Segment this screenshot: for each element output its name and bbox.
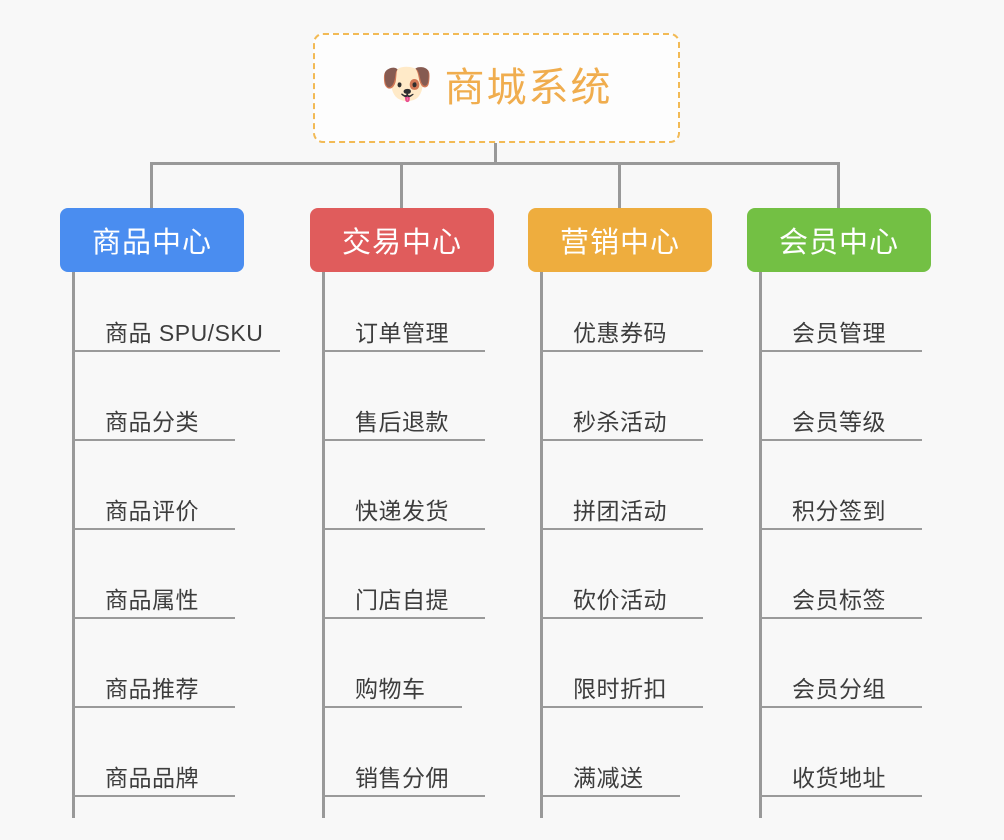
category-label: 交易中心 [341,227,462,259]
leaf-item-label: 商品 SPU/SKU [105,320,264,346]
leaf-item-label: 优惠券码 [573,320,667,346]
connector-drop-2 [400,162,403,209]
leaf-item-label: 门店自提 [355,587,449,613]
leaf-item-label: 会员标签 [792,587,886,613]
connector-drop-3 [618,162,621,209]
category-box-3[interactable]: 营销中心 [528,208,712,272]
category-box-1[interactable]: 商品中心 [60,208,244,272]
category-label: 会员中心 [778,227,899,259]
category-box-4[interactable]: 会员中心 [747,208,931,272]
leaf-item[interactable]: 砍价活动 [540,583,703,619]
leaf-item-label: 砍价活动 [573,587,667,613]
leaf-item[interactable]: 商品属性 [72,583,235,619]
leaf-item[interactable]: 快递发货 [322,494,485,530]
leaf-item[interactable]: 满减送 [540,761,680,797]
category-label: 营销中心 [559,227,680,259]
leaf-item[interactable]: 会员管理 [759,316,922,352]
leaf-item-label: 拼团活动 [573,498,667,524]
leaf-item[interactable]: 收货地址 [759,761,922,797]
leaf-item[interactable]: 会员分组 [759,672,922,708]
leaf-item[interactable]: 秒杀活动 [540,405,703,441]
leaf-item[interactable]: 会员等级 [759,405,922,441]
connector-horizontal-bus [150,162,840,165]
leaf-item-label: 商品品牌 [105,765,199,791]
root-node-shop-system[interactable]: 🐶 商城系统 [313,33,680,143]
category-label: 商品中心 [91,227,212,259]
leaf-item-label: 限时折扣 [573,676,667,702]
leaf-item[interactable]: 商品品牌 [72,761,235,797]
leaf-item[interactable]: 商品分类 [72,405,235,441]
root-node-title: 商城系统 [444,66,613,110]
leaf-item-label: 收货地址 [792,765,886,791]
leaf-item-label: 积分签到 [792,498,886,524]
leaf-spine [322,272,325,818]
leaf-spine [540,272,543,818]
leaf-item-label: 商品分类 [105,409,199,435]
category-box-2[interactable]: 交易中心 [310,208,494,272]
connector-drop-4 [837,162,840,209]
leaf-item-label: 会员等级 [792,409,886,435]
leaf-item-label: 商品评价 [105,498,199,524]
leaf-item-label: 购物车 [355,676,426,702]
leaf-item[interactable]: 订单管理 [322,316,485,352]
leaf-item[interactable]: 拼团活动 [540,494,703,530]
leaf-item-label: 快递发货 [355,498,449,524]
leaf-item-label: 秒杀活动 [573,409,667,435]
leaf-item-label: 商品属性 [105,587,199,613]
leaf-item-label: 商品推荐 [105,676,199,702]
leaf-item-label: 满减送 [573,765,644,791]
leaf-spine [759,272,762,818]
leaf-spine [72,272,75,818]
leaf-item-label: 销售分佣 [355,765,449,791]
leaf-item[interactable]: 积分签到 [759,494,922,530]
leaf-item-label: 会员分组 [792,676,886,702]
leaf-item-label: 会员管理 [792,320,886,346]
shiba-dog-icon: 🐶 [380,60,433,107]
leaf-item[interactable]: 商品评价 [72,494,235,530]
leaf-item[interactable]: 商品推荐 [72,672,235,708]
leaf-item[interactable]: 优惠券码 [540,316,703,352]
leaf-item[interactable]: 门店自提 [322,583,485,619]
connector-root-stem [494,143,497,164]
leaf-item[interactable]: 会员标签 [759,583,922,619]
leaf-item[interactable]: 购物车 [322,672,462,708]
leaf-item[interactable]: 销售分佣 [322,761,485,797]
leaf-item[interactable]: 售后退款 [322,405,485,441]
leaf-item-label: 订单管理 [355,320,449,346]
leaf-item-label: 售后退款 [355,409,449,435]
leaf-item[interactable]: 商品 SPU/SKU [72,316,280,352]
leaf-item[interactable]: 限时折扣 [540,672,703,708]
connector-drop-1 [150,162,153,209]
